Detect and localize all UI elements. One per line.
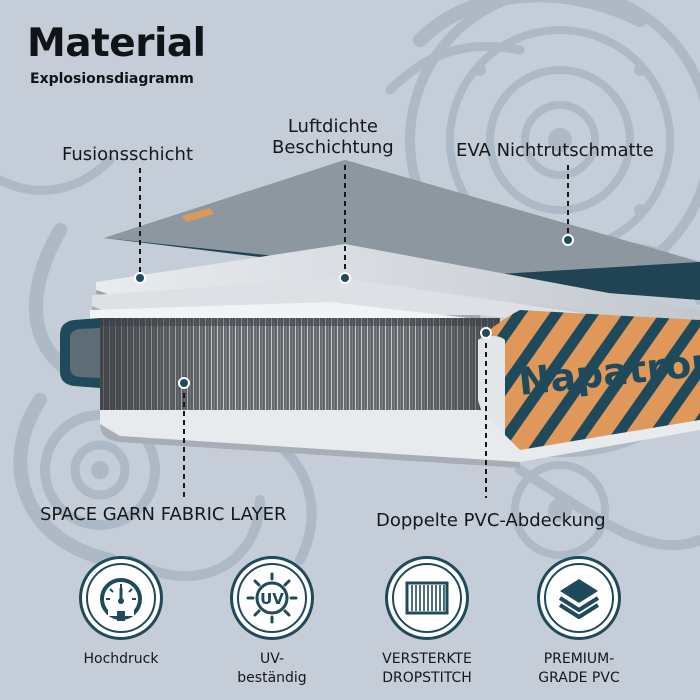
label-airtight-line1: Luftdichte xyxy=(287,116,378,137)
feature-label-uv: UV- beständig xyxy=(197,650,347,688)
feature-label-pvc: PREMIUM- GRADE PVC xyxy=(504,650,654,688)
label-fusion-layer: Fusionsschicht xyxy=(62,144,194,165)
dropstitch-icon xyxy=(405,581,449,615)
label-space-garn: SPACE GARN FABRIC LAYER xyxy=(40,504,287,525)
label-airtight-line2: Beschichtung xyxy=(272,137,394,159)
bottom-pvc-sheet xyxy=(100,410,700,468)
side-pvc-wrap: Napatron xyxy=(478,310,700,450)
callout-markers xyxy=(134,234,574,389)
page-title: Material xyxy=(27,21,206,66)
page-subtitle: Explosionsdiagramm xyxy=(30,71,194,87)
feature-label-uv-line2: beständig xyxy=(237,669,307,686)
feature-label-uv-line1: UV- xyxy=(259,651,285,667)
callout-leader-lines xyxy=(139,165,569,498)
feature-label-dropstitch: VERSTERKTE DROPSTITCH xyxy=(352,650,502,688)
pressure-gauge-icon xyxy=(100,578,142,621)
feature-badge-dropstitch xyxy=(385,556,469,640)
feature-badge-uv: UV xyxy=(230,556,314,640)
label-pvc-cover: Doppelte PVC-Abdeckung xyxy=(376,510,606,531)
feature-label-pvc-line2: GRADE PVC xyxy=(538,669,620,686)
label-airtight-coating: Luftdichte Beschichtung xyxy=(272,116,394,158)
feature-label-dropstitch-line1: VERSTERKTE xyxy=(382,651,472,667)
feature-label-pressure: Hochdruck xyxy=(46,650,196,669)
uv-badge-text: UV xyxy=(260,590,284,608)
feature-label-pressure-line1: Hochdruck xyxy=(83,651,159,667)
feature-badge-pvc xyxy=(537,556,621,640)
feature-label-dropstitch-line2: DROPSTITCH xyxy=(382,669,472,686)
uv-sun-icon: UV xyxy=(246,572,298,624)
feature-badge-pressure xyxy=(79,556,163,640)
label-eva-mat: EVA Nichtrutschmatte xyxy=(456,140,654,161)
dropstitch-core xyxy=(60,318,500,410)
layers-icon xyxy=(558,579,600,619)
feature-label-pvc-line1: PREMIUM- xyxy=(543,651,615,667)
